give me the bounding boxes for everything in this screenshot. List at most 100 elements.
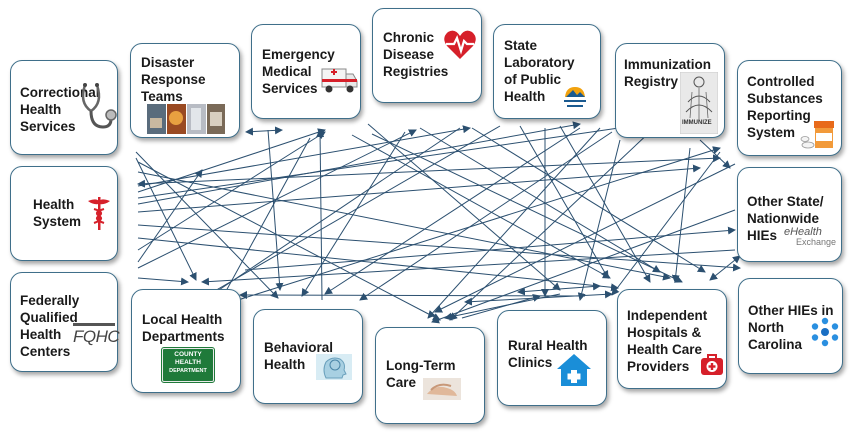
- immunize-logo-icon: [680, 72, 718, 134]
- node-rural-health-clinics: Rural Health Clinics: [497, 310, 607, 406]
- node-label: Services: [262, 81, 318, 96]
- node-label: Centers: [20, 344, 71, 359]
- node-label: of Public: [504, 72, 561, 87]
- ambulance-icon: [321, 68, 358, 93]
- connection-arrow: [237, 146, 721, 301]
- node-label: Care: [386, 375, 417, 390]
- node-long-term-care: Long-Term Care: [375, 327, 485, 424]
- heartbeat-icon: [444, 30, 476, 59]
- connection-arrow: [519, 125, 609, 279]
- node-chronic-disease-registries: Chronic Disease Registries: [372, 8, 482, 103]
- connection-arrow: [197, 127, 461, 305]
- connection-arrow: [316, 129, 325, 301]
- connection-arrow: [244, 226, 736, 271]
- node-controlled-substances-reporting-system: Controlled Substances Reporting System: [737, 60, 842, 156]
- sign-line: HEALTH: [175, 359, 201, 366]
- node-label: Chronic: [383, 30, 435, 45]
- connection-arrow: [201, 249, 736, 286]
- connection-arrow: [301, 131, 406, 297]
- node-correctional-health-services: Correctional Health Services: [10, 60, 118, 155]
- connection-arrow: [239, 291, 586, 300]
- connection-arrow: [137, 169, 203, 263]
- node-label: Controlled: [747, 74, 815, 89]
- node-label: Substances: [747, 91, 823, 106]
- connection-arrow: [471, 127, 706, 273]
- connection-arrow: [137, 131, 326, 251]
- node-other-state-nationwide-hies: Other State/ Nationwide HIEs eHealth Exc…: [737, 167, 842, 262]
- connection-arrow: [434, 163, 736, 313]
- node-label: Health: [33, 197, 75, 212]
- node-label: System: [33, 214, 82, 229]
- node-behavioral-health: Behavioral Health: [253, 309, 363, 404]
- node-immunization-registry: Immunization Registry IMMUNIZE: [615, 43, 725, 138]
- pill-bottle-icon: [800, 121, 834, 149]
- node-label: Carolina: [748, 337, 803, 352]
- first-aid-kit-icon: [701, 354, 723, 375]
- connection-arrow: [137, 277, 189, 286]
- connection-arrow: [137, 119, 661, 199]
- dots-network-icon: [811, 317, 839, 347]
- connection-arrow: [137, 154, 721, 188]
- node-label: Clinics: [508, 355, 553, 370]
- connection-arrow: [137, 171, 671, 281]
- connection-arrow: [699, 139, 731, 169]
- connection-arrow: [205, 125, 501, 297]
- disaster-photos-icon: [147, 104, 225, 134]
- connection-arrow: [671, 147, 691, 283]
- sign-line: COUNTY: [174, 351, 202, 358]
- county-health-sign-icon: COUNTY HEALTH DEPARTMENT: [161, 347, 215, 383]
- node-local-health-departments: Local Health Departments COUNTY HEALTH D…: [131, 289, 241, 393]
- node-label: Providers: [627, 359, 690, 374]
- node-federally-qualified-health-centers: Federally Qualified Health Centers FQHC: [10, 272, 120, 372]
- node-label: Long-Term: [386, 358, 456, 373]
- node-label: Health: [20, 102, 62, 117]
- connection-arrow: [461, 294, 541, 319]
- connection-arrow: [577, 139, 621, 301]
- node-label: Teams: [141, 89, 183, 104]
- connection-arrow: [137, 121, 581, 205]
- node-state-laboratory-public-health: State Laboratory of Public Health: [493, 24, 601, 119]
- nc-public-health-logo-icon: [564, 87, 586, 107]
- node-health-system: Health System: [10, 166, 118, 261]
- connection-arrow: [517, 282, 601, 296]
- ehealth-exchange-logo-icon: eHealth: [784, 226, 822, 238]
- node-label: Laboratory: [504, 55, 575, 70]
- node-label: Response: [141, 72, 206, 87]
- node-label: Health: [20, 327, 62, 342]
- node-label: Local Health: [142, 312, 223, 327]
- connection-arrow: [137, 125, 471, 187]
- house-cross-icon: [557, 354, 591, 386]
- connection-arrow: [419, 127, 661, 273]
- connection-arrow: [137, 224, 741, 272]
- node-label: Nationwide: [747, 211, 820, 226]
- node-label: Qualified: [20, 310, 78, 325]
- connection-arrow: [245, 126, 283, 136]
- brain-head-icon: [316, 354, 352, 380]
- ehealth-exchange-logo-text: Exchange: [796, 237, 837, 247]
- node-label: Hospitals &: [627, 325, 702, 340]
- connection-arrow: [137, 161, 441, 321]
- node-label: Disaster: [141, 55, 195, 70]
- node-label: Medical: [262, 64, 312, 79]
- node-label: System: [747, 125, 796, 140]
- stethoscope-icon: [81, 83, 117, 129]
- fqhc-logo-text: FQHC: [73, 327, 120, 346]
- node-label: Emergency: [262, 47, 335, 62]
- node-other-hies-north-carolina: Other HIEs in North Carolina: [738, 278, 843, 374]
- connection-arrow: [137, 237, 619, 292]
- caduceus-icon: [88, 197, 110, 230]
- node-label: Departments: [142, 329, 225, 344]
- node-label: Immunization: [624, 57, 711, 72]
- node-label: Rural Health: [508, 338, 588, 353]
- fqhc-logo-icon: [73, 323, 115, 326]
- node-label: Registry: [624, 74, 679, 89]
- hands-icon: [423, 378, 461, 400]
- node-label: Other State/: [747, 194, 824, 209]
- node-label: Registries: [383, 64, 449, 79]
- immunize-logo-text: IMMUNIZE: [682, 120, 712, 126]
- connection-arrow: [427, 127, 601, 319]
- sign-line: DEPARTMENT: [169, 368, 207, 374]
- connection-arrow: [351, 134, 611, 279]
- node-label: Health: [264, 357, 306, 372]
